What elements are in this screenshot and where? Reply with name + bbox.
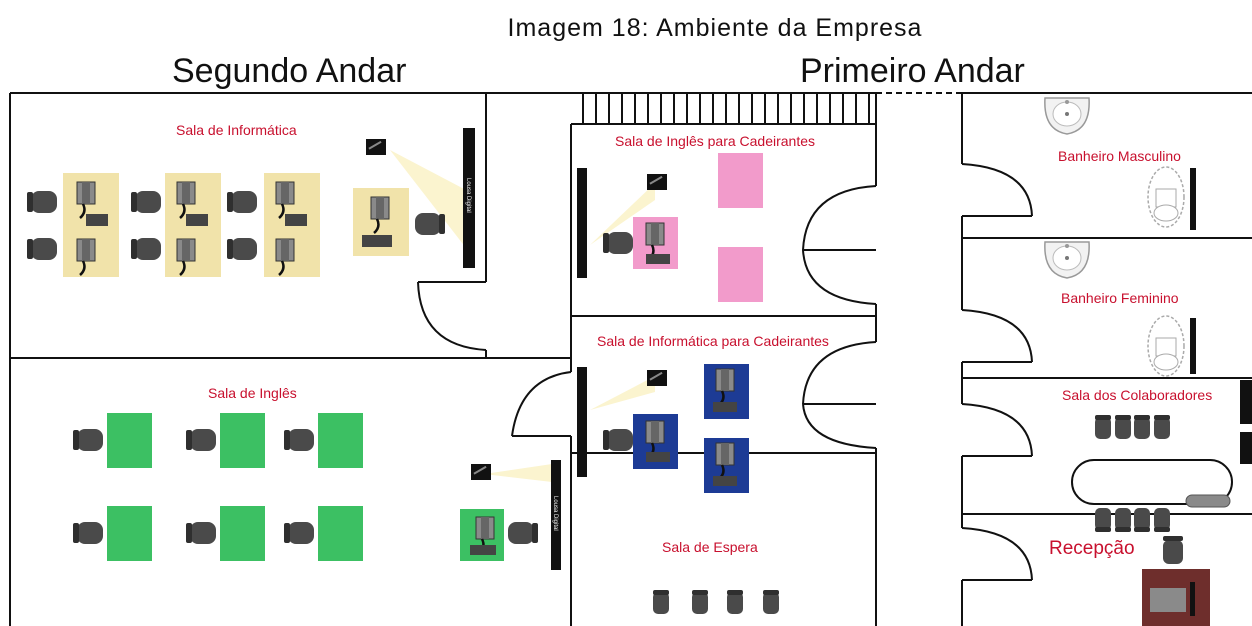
colaboradores-room	[1071, 380, 1252, 532]
sink-icon	[1044, 241, 1090, 279]
digital-board-label: Lousa Digital	[552, 496, 558, 531]
ingles-cadeirantes-room	[577, 153, 763, 302]
room-label-ingles: Sala de Inglês	[208, 385, 297, 401]
digital-board	[463, 128, 475, 268]
projector-icon	[471, 464, 491, 480]
banheiro-masculino	[1044, 97, 1196, 230]
room-label-recepcao: Recepção	[1049, 538, 1135, 559]
room-label-informatica: Sala de Informática	[176, 122, 297, 138]
digital-board	[577, 168, 587, 278]
room-label-banheiro-feminino: Banheiro Feminino	[1061, 290, 1179, 306]
floor-label-first: Primeiro Andar	[800, 52, 1025, 90]
projector-icon	[647, 370, 667, 386]
recepcao-room	[1142, 536, 1210, 626]
stairs	[582, 93, 870, 124]
walls	[9, 92, 1252, 626]
informatica-cadeirantes-room	[577, 364, 749, 493]
projector-icon	[647, 174, 667, 190]
room-label-espera: Sala de Espera	[662, 539, 758, 555]
digital-board	[577, 367, 587, 477]
room-label-banheiro-masculino: Banheiro Masculino	[1058, 148, 1181, 164]
floor-label-second: Segundo Andar	[172, 52, 407, 90]
digital-board	[551, 460, 561, 570]
digital-board-label: Lousa Digital	[465, 178, 471, 213]
room-label-ingles-cadeirantes: Sala de Inglês para Cadeirantes	[615, 133, 816, 149]
banheiro-feminino	[1044, 241, 1196, 377]
informatica-room	[27, 128, 475, 277]
room-label-informatica-cadeirantes: Sala de Informática para Cadeirantes	[597, 333, 829, 349]
toilet-icon	[1147, 166, 1185, 228]
espera-room	[653, 590, 779, 614]
sink-icon	[1044, 97, 1090, 135]
toilet-icon	[1147, 315, 1185, 377]
projector-icon	[366, 139, 386, 155]
ingles-room	[73, 413, 561, 570]
caption: Imagem 18: Ambiente da Empresa	[507, 14, 923, 42]
room-label-colaboradores: Sala dos Colaboradores	[1062, 387, 1213, 403]
